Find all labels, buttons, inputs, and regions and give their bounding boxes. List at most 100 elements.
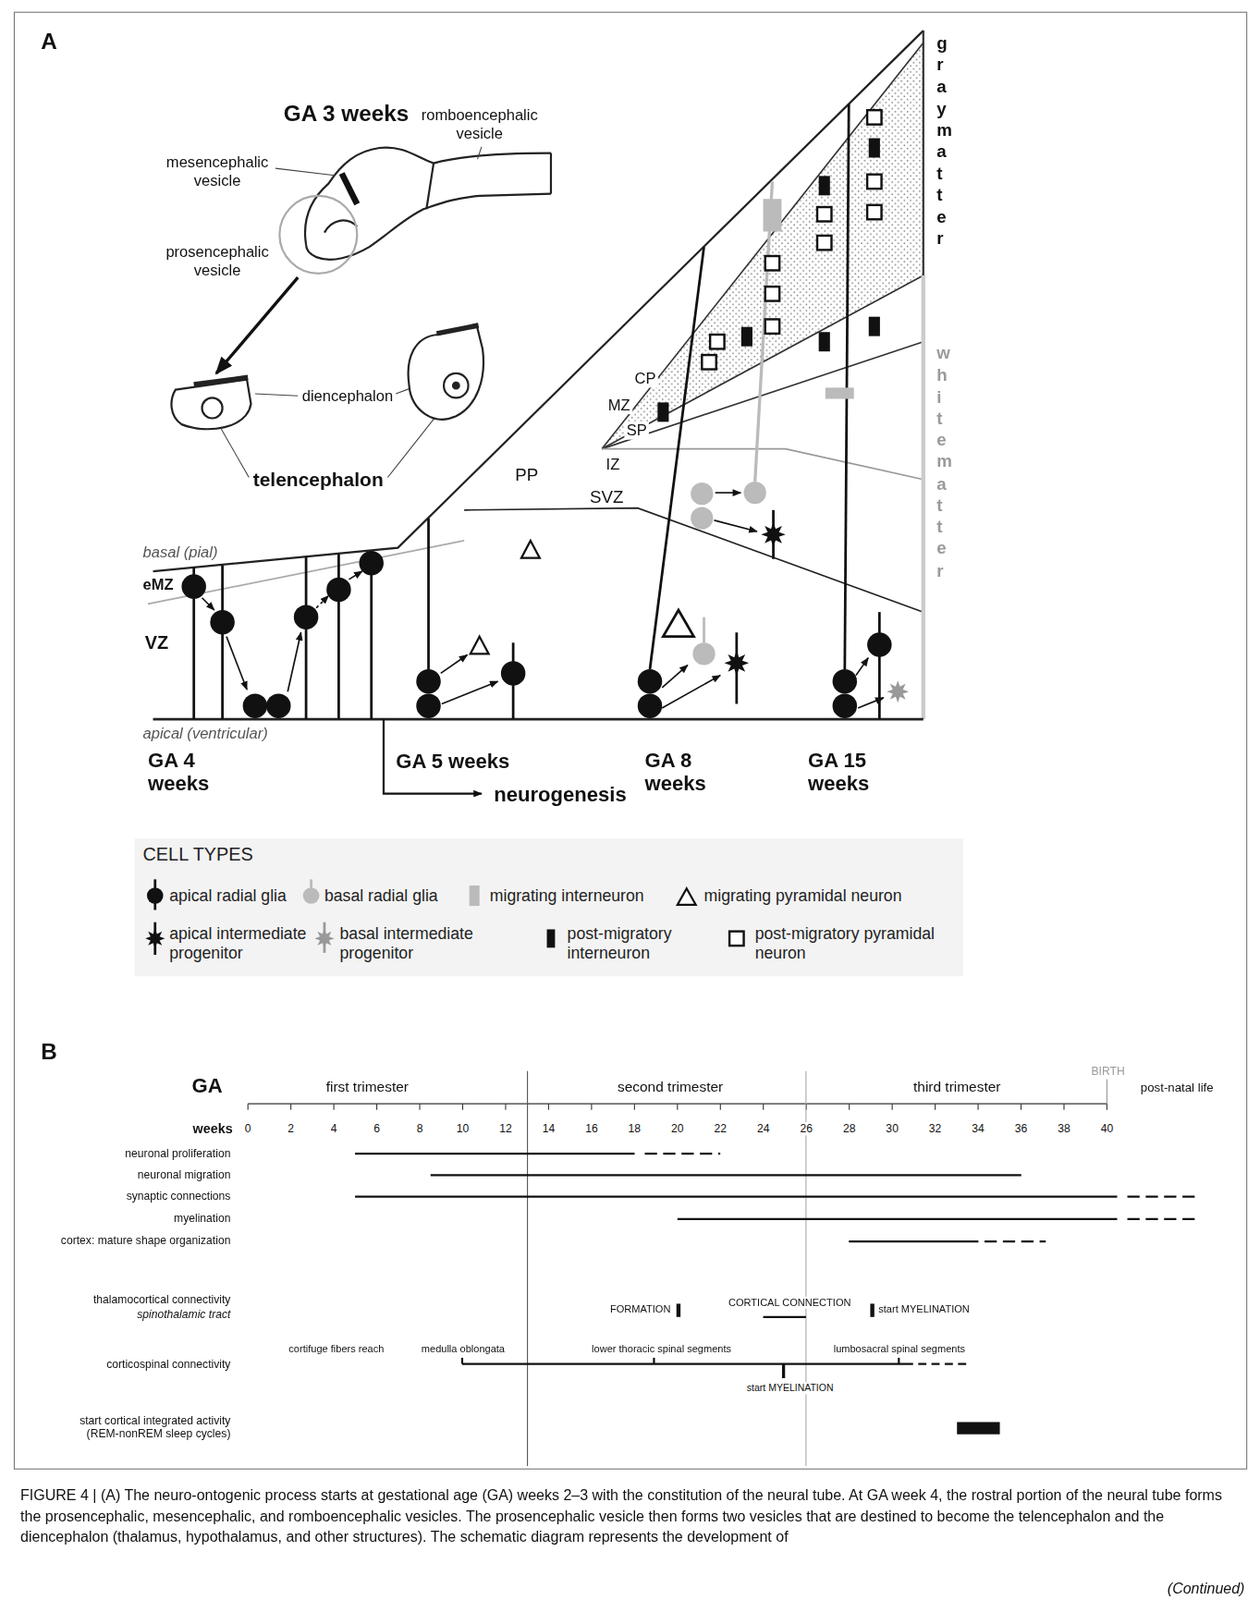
neural-tube — [305, 147, 551, 245]
stage-label: GA 8 weeks — [645, 748, 711, 796]
timeline-bar — [984, 1240, 1046, 1243]
intermediate-progenitor — [724, 650, 749, 675]
migrating-interneuron — [825, 387, 855, 399]
event-label: cortifuge fibers reach — [288, 1343, 384, 1356]
legend-symbol — [314, 922, 334, 954]
stage-label: GA 5 weeks — [395, 748, 510, 773]
cell-arrow — [287, 632, 301, 692]
vertical-label: gray matter — [936, 32, 938, 250]
post-migratory-interneuron — [657, 138, 881, 423]
prosencephalon-sketch — [171, 379, 251, 430]
event-label: lumbosacral spinal segments — [833, 1343, 966, 1356]
timeline-bar — [652, 1357, 655, 1365]
apical-radial-glia — [832, 669, 857, 694]
row-label: myelination — [173, 1211, 231, 1226]
apical-radial-glia — [266, 693, 291, 718]
apical-radial-glia — [181, 550, 892, 719]
post-migratory-interneuron — [868, 138, 881, 159]
zone-boundary — [601, 449, 924, 480]
apical-radial-glia — [243, 693, 268, 718]
leader-line — [255, 393, 298, 396]
zone-boundary — [922, 30, 925, 276]
row-label: spinothalamic tract — [136, 1308, 231, 1322]
post-migratory-interneuron — [657, 402, 669, 422]
prosencephalon-sketch — [436, 325, 478, 334]
event-label: start MYELINATION — [745, 1382, 836, 1395]
legend-symbol — [145, 929, 165, 949]
zone-boundary — [921, 275, 926, 720]
tick-number: 36 — [1013, 1122, 1030, 1137]
birth-label: BIRTH — [1090, 1064, 1125, 1079]
event-label: CORTICAL CONNECTION — [726, 1296, 854, 1309]
timeline-marker — [676, 1303, 1001, 1434]
row-label: neuronal proliferation — [124, 1146, 231, 1161]
legend-label: migrating pyramidal neuron — [704, 885, 903, 906]
legend-symbol — [303, 887, 320, 905]
structure-label: prosencephalic vesicle — [156, 243, 279, 281]
timeline-bar — [354, 1153, 1196, 1379]
timeline-bar — [677, 1218, 1118, 1221]
cell-arrow — [661, 665, 688, 688]
post-migratory-pyramidal-neuron — [765, 318, 780, 333]
figure-frame — [13, 12, 1247, 1469]
stage-label: GA 3 weeks — [283, 100, 409, 128]
cell-arrow — [440, 655, 468, 674]
timeline-bar — [897, 1357, 900, 1365]
neural-tube — [426, 163, 434, 210]
timeline-axis — [526, 1071, 528, 1467]
basal-radial-glia — [702, 617, 706, 644]
cell-arrow — [202, 598, 215, 611]
zone-boundary — [601, 42, 924, 449]
timeline-axis — [247, 1103, 1107, 1111]
event-label: start MYELINATION — [878, 1303, 970, 1316]
event-label: FORMATION — [610, 1303, 671, 1316]
zone-label: SVZ — [589, 488, 624, 510]
legend-symbol — [323, 922, 327, 954]
legend-symbol — [146, 887, 164, 905]
post-migratory-pyramidal-neuron — [817, 235, 832, 250]
trimester-label: second trimester — [617, 1078, 723, 1097]
post-migratory-interneuron — [819, 331, 831, 352]
zone-label: eMZ — [143, 574, 174, 594]
legend-label: post-migratory pyramidal neuron — [755, 924, 950, 964]
timeline-bar — [354, 1195, 1117, 1198]
intermediate-progenitor — [724, 522, 910, 703]
timeline-bar — [1127, 1195, 1197, 1198]
intermediate-progenitor — [886, 680, 909, 703]
post-migratory-interneuron — [741, 327, 753, 347]
post-migratory-pyramidal-neuron — [867, 110, 881, 124]
legend-symbol — [729, 931, 744, 946]
zone-boundary — [153, 30, 924, 572]
legend-symbol — [469, 885, 480, 906]
apical-radial-glia — [415, 693, 441, 718]
legend-symbol — [677, 888, 697, 906]
apical-radial-glia — [358, 550, 383, 575]
cell-arrow — [226, 636, 247, 690]
legend-heading: CELL TYPES — [134, 838, 964, 873]
legend-symbol — [677, 888, 697, 906]
post-migratory-interneuron — [819, 175, 831, 196]
timeline-bar — [782, 1364, 785, 1379]
zone-label: CP — [632, 369, 658, 389]
radial-glia — [878, 611, 881, 720]
continued-note: (Continued) — [1167, 1580, 1246, 1599]
tick-number: 18 — [625, 1122, 643, 1137]
legend-label: apical radial glia — [169, 885, 287, 906]
neural-tube — [550, 153, 552, 195]
migrating-pyramidal-neuron — [470, 636, 490, 655]
axis-title: weeks — [193, 1121, 233, 1138]
post-migratory-pyramidal-neuron — [765, 286, 780, 301]
radial-glia — [305, 557, 308, 720]
zone-label: VZ — [145, 632, 169, 655]
prosencephalon-sketch — [171, 324, 484, 429]
tick-number: 26 — [797, 1122, 815, 1137]
legend-symbol — [153, 922, 157, 955]
timeline-bar — [462, 1362, 914, 1365]
timeline-axis — [247, 1071, 1107, 1467]
row-label: synaptic connections — [126, 1189, 232, 1204]
tick-number: 8 — [414, 1122, 425, 1137]
cell-arrow — [714, 520, 758, 532]
row-label: start cortical integrated activity (REM-… — [67, 1414, 232, 1442]
legend-symbol — [469, 885, 480, 906]
legend-symbol — [314, 929, 334, 949]
